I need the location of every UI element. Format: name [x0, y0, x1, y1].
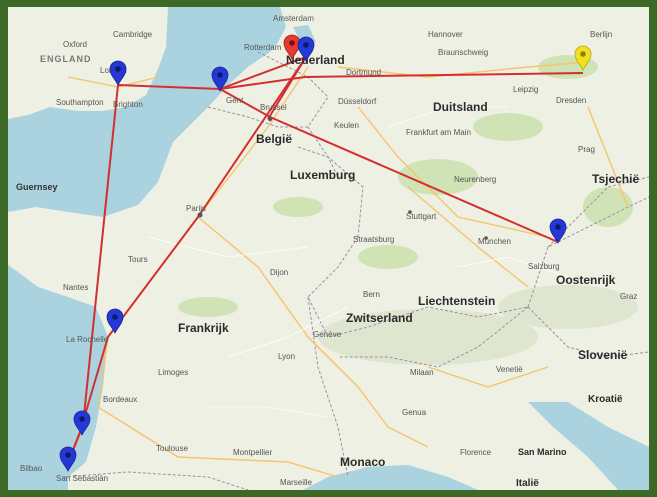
label-munchen: München: [478, 237, 511, 246]
label-austria: Oostenrijk: [556, 273, 616, 287]
label-florence: Florence: [460, 448, 492, 457]
label-stuttgart: Stuttgart: [406, 212, 437, 221]
bordeaux-coast-marker[interactable]: [73, 410, 91, 436]
map-canvas: ENGLAND Nederland Duitsland België Luxem…: [8, 7, 649, 490]
label-nurnberg: Neurenberg: [454, 175, 496, 184]
label-cambridge: Cambridge: [113, 30, 153, 39]
label-bern: Bern: [363, 290, 380, 299]
label-graz: Graz: [620, 292, 637, 301]
label-england: ENGLAND: [40, 54, 92, 64]
label-geneve: Genève: [313, 330, 342, 339]
label-bordeaux: Bordeaux: [103, 395, 137, 404]
label-berlin: Berlijn: [590, 30, 612, 39]
calais-marker[interactable]: [211, 66, 229, 92]
label-sansebastian: San Sebastián: [56, 474, 108, 483]
route-west-east: [219, 72, 584, 90]
label-southampton: Southampton: [56, 98, 104, 107]
label-dijon: Dijon: [270, 268, 288, 277]
label-paris: Parijs: [186, 204, 206, 213]
netherlands-marker[interactable]: [297, 36, 315, 62]
label-brighton: Brighton: [113, 100, 143, 109]
route-spain-netherlands: [67, 56, 307, 464]
route-belgium-netherlands: [267, 56, 307, 120]
london-marker[interactable]: [109, 60, 127, 86]
label-oxford: Oxford: [63, 40, 87, 49]
label-leipzig: Leipzig: [513, 85, 538, 94]
markers: [59, 34, 592, 472]
label-france: Frankrijk: [178, 321, 229, 335]
forest-areas: [178, 55, 633, 317]
amsterdam-marker[interactable]: [283, 34, 301, 60]
label-italy: Italië: [516, 478, 539, 489]
label-salzburg: Salzburg: [528, 262, 560, 271]
label-czech: Tsjechië: [592, 172, 639, 186]
salzburg-marker[interactable]: [549, 218, 567, 244]
city-dots: [197, 116, 488, 240]
label-nantes: Nantes: [63, 283, 88, 292]
label-slovenia: Slovenië: [578, 348, 628, 362]
label-dresden: Dresden: [556, 96, 586, 105]
label-croatia: Kroatië: [588, 394, 623, 405]
label-monaco: Monaco: [340, 455, 385, 469]
label-liechtenstein: Liechtenstein: [418, 294, 495, 308]
label-larochelle: La Rochelle: [66, 335, 109, 344]
label-rotterdam: Rotterdam: [244, 43, 282, 52]
label-lyon: Lyon: [278, 352, 295, 361]
label-switzerland: Zwitserland: [346, 311, 413, 325]
label-brussels: Brussel: [260, 103, 287, 112]
label-sanmarino: San Marino: [518, 447, 567, 457]
sansebastian-marker[interactable]: [59, 446, 77, 472]
label-ghent: Gent: [226, 96, 244, 105]
label-limoges: Limoges: [158, 368, 188, 377]
alps-areas: [318, 285, 638, 365]
label-luxembourg: Luxemburg: [290, 168, 355, 182]
label-prague: Prag: [578, 145, 595, 154]
label-venice: Venetië: [496, 365, 523, 374]
label-dusseldorf: Düsseldorf: [338, 97, 377, 106]
label-tours: Tours: [128, 255, 148, 264]
adriatic-sea: [528, 402, 649, 490]
label-netherlands: Nederland: [286, 53, 345, 67]
label-guernsey: Guernsey: [16, 182, 58, 192]
map-viewport[interactable]: ENGLAND Nederland Duitsland België Luxem…: [8, 7, 649, 490]
label-toulouse: Toulouse: [156, 444, 189, 453]
label-amsterdam: Amsterdam: [273, 14, 314, 23]
label-bilbao: Bilbao: [20, 464, 43, 473]
label-montpellier: Montpellier: [233, 448, 272, 457]
minor-roads: [147, 106, 569, 418]
label-dortmund: Dortmund: [346, 68, 381, 77]
label-frankfurt: Frankfurt am Main: [406, 128, 471, 137]
label-strasbourg: Straatsburg: [353, 235, 394, 244]
label-genua: Genua: [402, 408, 427, 417]
larochelle-marker[interactable]: [106, 308, 124, 334]
label-koln: Keulen: [334, 121, 359, 130]
berlin-marker[interactable]: [574, 45, 592, 71]
label-hannover: Hannover: [428, 30, 463, 39]
label-braunschweig: Braunschweig: [438, 48, 488, 57]
label-belgium: België: [256, 132, 292, 146]
england-land: [8, 7, 168, 119]
mediterranean-sea: [328, 465, 478, 490]
label-marseille: Marseille: [280, 478, 313, 487]
label-milan: Milaan: [410, 368, 434, 377]
label-germany: Duitsland: [433, 100, 488, 114]
